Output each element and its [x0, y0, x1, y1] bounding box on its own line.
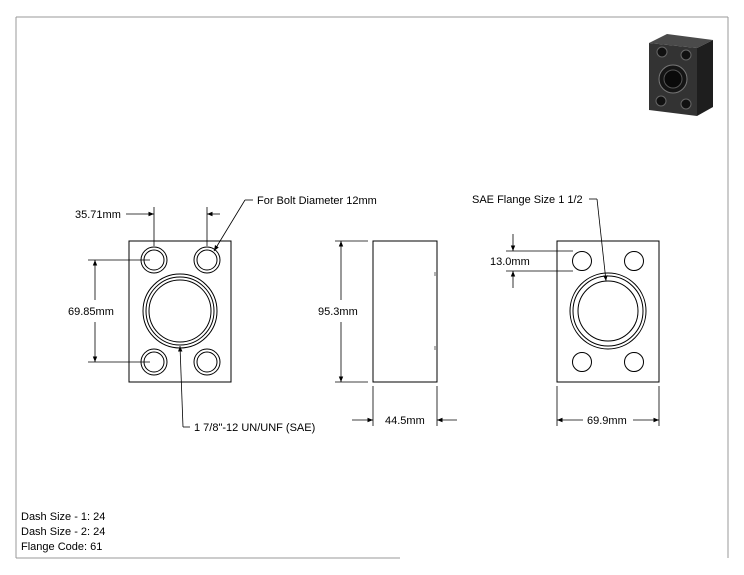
bolt-hole — [624, 251, 644, 271]
thread-note-leader — [177, 345, 190, 428]
bolt-hole — [624, 352, 644, 372]
bolt-note-leader — [213, 199, 253, 252]
width-label: 69.9mm — [587, 415, 627, 427]
offset-label: 13.0mm — [490, 256, 530, 268]
bolt-spacing-label: 35.71mm — [75, 209, 121, 221]
bolt-spacing-dimension — [126, 207, 220, 246]
front-view — [128, 240, 232, 383]
flange-code: Flange Code: 61 — [21, 541, 103, 553]
height-label: 95.3mm — [318, 306, 358, 318]
thickness-label: 44.5mm — [385, 415, 425, 427]
vertical-spacing-dimension — [88, 259, 150, 363]
bolt-hole — [193, 246, 221, 274]
thickness-dimension — [352, 386, 457, 426]
isometric-preview — [649, 34, 713, 116]
rear-view-outline — [556, 240, 660, 383]
side-view — [372, 240, 438, 383]
flange-size-label: SAE Flange Size 1 1/2 — [472, 194, 583, 206]
rear-view — [556, 240, 660, 383]
offset-dimension — [506, 234, 573, 288]
side-view-outline — [372, 240, 438, 383]
dash-size-1: Dash Size - 1: 24 — [21, 511, 106, 523]
bolt-hole — [572, 251, 592, 271]
bolt-note-label: For Bolt Diameter 12mm — [257, 195, 377, 207]
sheet-border — [15, 16, 729, 559]
front-view-outline — [128, 240, 232, 383]
vertical-spacing-label: 69.85mm — [68, 306, 114, 318]
dash-size-2: Dash Size - 2: 24 — [21, 526, 106, 538]
threaded-port — [142, 273, 218, 349]
width-dimension — [556, 386, 660, 426]
flange-bore — [569, 272, 647, 350]
thread-note-label: 1 7/8"-12 UN/UNF (SAE) — [194, 422, 315, 434]
bolt-hole — [572, 352, 592, 372]
bolt-hole — [193, 348, 221, 376]
height-dimension — [335, 240, 368, 383]
flange-note-leader — [589, 198, 608, 282]
